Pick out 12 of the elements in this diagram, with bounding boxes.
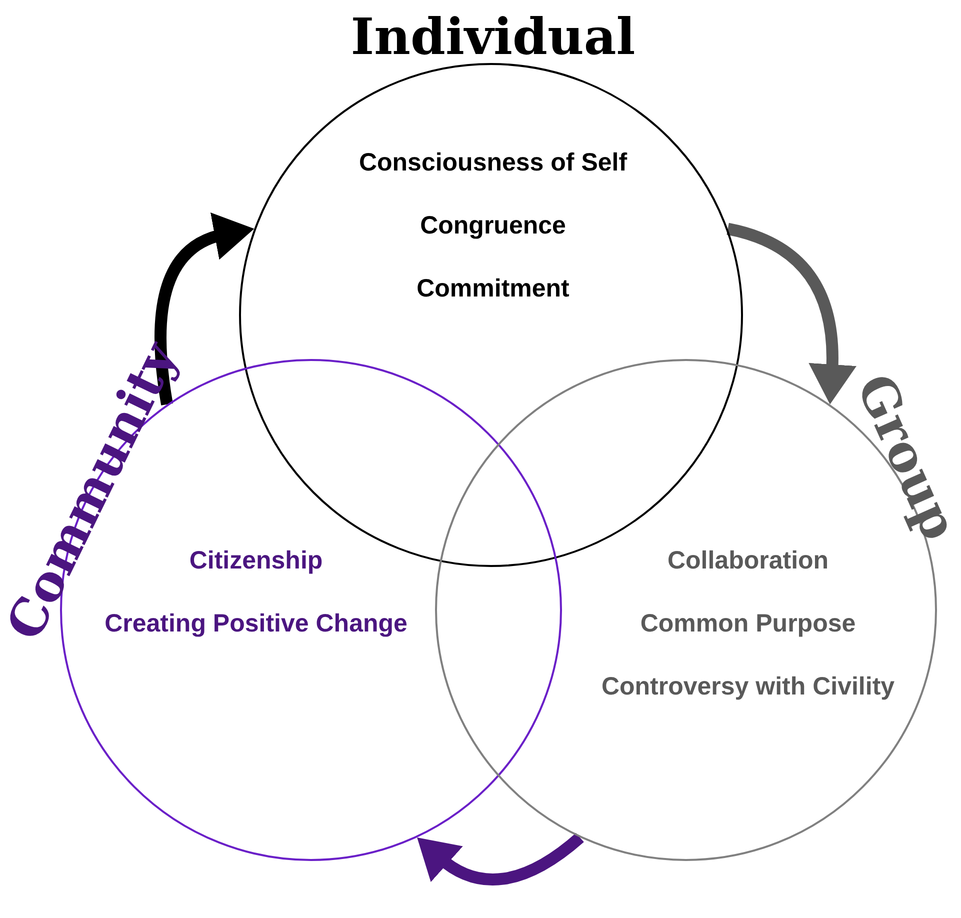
circle-item-text: Consciousness of Self [358, 149, 628, 177]
circle-item-text: Commitment [416, 275, 570, 303]
circle-item-text: Controversy with Civility [601, 673, 895, 701]
circle-title: Group [848, 367, 961, 547]
circle-item-text: Collaboration [667, 547, 829, 575]
arrow [416, 832, 584, 886]
arrow [154, 214, 254, 406]
arrow [726, 222, 856, 404]
circle-item-text: Citizenship [189, 547, 323, 575]
circle-item-text: Common Purpose [640, 610, 856, 638]
circle-title: Individual [350, 12, 636, 62]
circle-item-text: Congruence [420, 212, 566, 240]
